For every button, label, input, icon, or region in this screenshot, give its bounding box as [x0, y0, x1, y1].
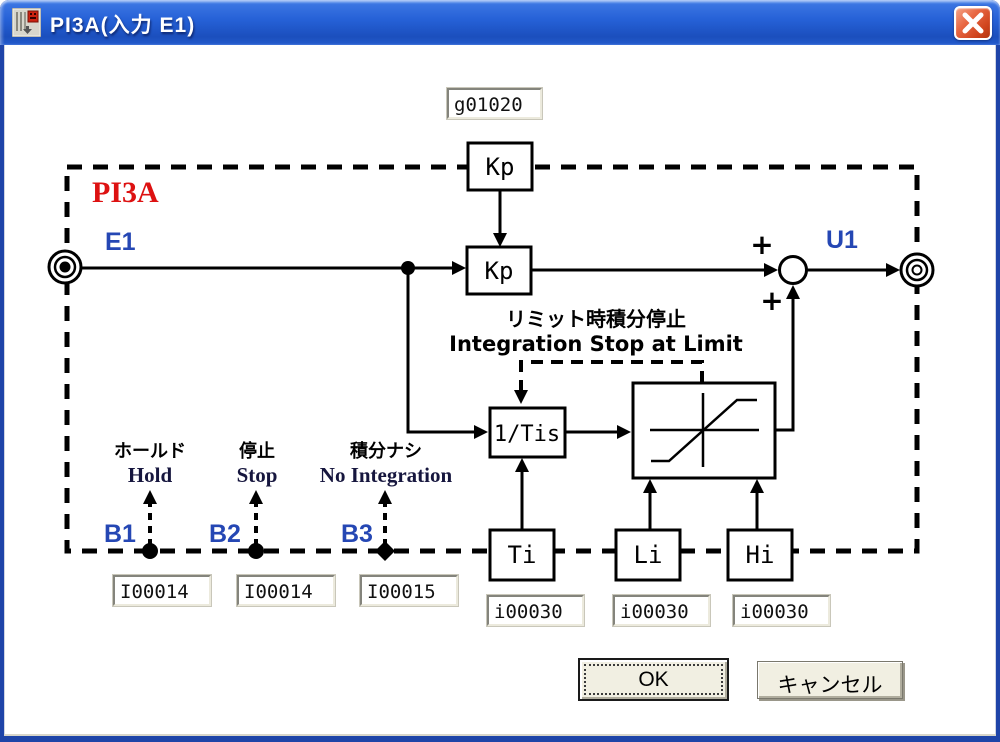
- b2-caption-en: Stop: [236, 463, 278, 487]
- close-button[interactable]: [954, 6, 992, 40]
- app-icon-image: [11, 7, 42, 38]
- cancel-button-label: キャンセル: [777, 674, 883, 697]
- b2-caption-jp: 停止: [239, 441, 275, 461]
- b1-caption-jp: ホールド: [114, 441, 186, 461]
- b2-label: B2: [209, 520, 241, 548]
- window-title: PI3A(入力 E1): [50, 14, 196, 37]
- b3-label: B3: [341, 520, 373, 548]
- b3-caption: 積分ナシ No Integration: [300, 437, 472, 488]
- ok-button[interactable]: OK: [578, 658, 729, 701]
- li-parameter-field[interactable]: [612, 594, 711, 627]
- b1-caption-en: Hold: [127, 463, 173, 487]
- limit-note-en: Integration Stop at Limit: [449, 332, 743, 356]
- limit-note: リミット時積分停止 Integration Stop at Limit: [446, 303, 746, 356]
- close-icon: [962, 12, 984, 34]
- b3-caption-jp: 積分ナシ: [350, 441, 422, 461]
- b2-caption: 停止 Stop: [182, 437, 332, 488]
- ti-parameter-field[interactable]: [486, 594, 585, 627]
- input-signal-label: E1: [105, 228, 136, 256]
- app-icon: [11, 7, 42, 38]
- cancel-button[interactable]: キャンセル: [757, 661, 903, 699]
- function-name-label: PI3A: [92, 176, 159, 209]
- b1-label: B1: [104, 520, 136, 548]
- hi-parameter-field[interactable]: [732, 594, 831, 627]
- b3-caption-en: No Integration: [319, 463, 453, 487]
- titlebar[interactable]: PI3A(入力 E1): [0, 0, 1000, 45]
- output-signal-label: U1: [826, 226, 858, 254]
- ok-focus-rect: [584, 664, 723, 695]
- b2-signal-field[interactable]: [236, 574, 336, 607]
- ok-button-label: OK: [638, 668, 669, 691]
- b3-signal-field[interactable]: [359, 574, 459, 607]
- b1-caption: ホールド Hold: [75, 437, 225, 488]
- limit-note-jp: リミット時積分停止: [506, 309, 686, 331]
- b1-signal-field[interactable]: [112, 574, 212, 607]
- gain-parameter-field[interactable]: [446, 87, 543, 120]
